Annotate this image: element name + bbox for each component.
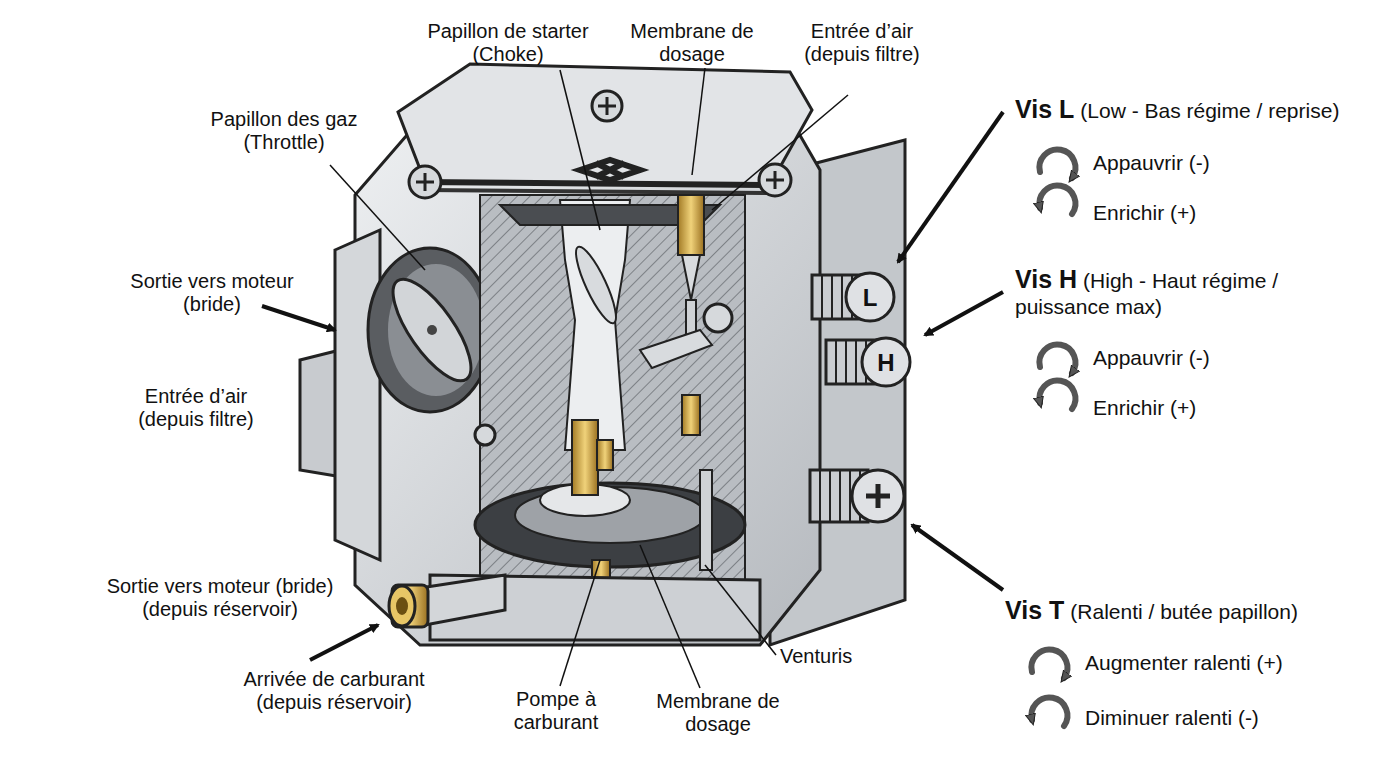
part-label: Membrane de dosage [653, 690, 783, 736]
screw-letter: L [855, 284, 885, 312]
part-label: Entrée d’air (depuis filtre) [787, 20, 937, 66]
part-label: Arrivée de carburant (depuis réservoir) [219, 668, 449, 714]
part-label: Papillon de starter (Choke) [408, 20, 608, 66]
screw-heading: Vis T (Ralenti / butée papillon) [1005, 597, 1375, 625]
screw-description: (Low - Bas régime / reprise) [1080, 99, 1339, 122]
screw-letter: H [871, 349, 901, 377]
part-label: Papillon des gaz (Throttle) [189, 108, 379, 154]
adjust-direction: Augmenter ralenti (+) [1085, 650, 1365, 675]
adjust-direction: Appauvrir (-) [1093, 150, 1353, 175]
screw-name: Vis H [1015, 265, 1077, 293]
part-label: Entrée d’air (depuis filtre) [121, 385, 271, 431]
part-label: Sortie vers moteur (bride) (depuis réser… [90, 575, 350, 621]
adjust-direction: Diminuer ralenti (-) [1085, 705, 1365, 730]
screw-description: (Ralenti / butée papillon) [1070, 600, 1298, 623]
part-label: Sortie vers moteur (bride) [107, 270, 317, 316]
screw-name: Vis T [1005, 596, 1064, 624]
screw-heading: Vis H(High - Haut régime / puissance max… [1015, 266, 1360, 320]
adjust-direction: Enrichir (+) [1093, 200, 1353, 225]
adjust-direction: Appauvrir (-) [1093, 345, 1353, 370]
screw-name: Vis L [1015, 95, 1074, 123]
screw-heading: Vis L (Low - Bas régime / reprise) [1015, 96, 1375, 124]
part-label: Venturis [780, 645, 920, 668]
adjust-direction: Enrichir (+) [1093, 395, 1353, 420]
part-label: Membrane de dosage [627, 20, 757, 66]
part-label: Pompe à carburant [496, 688, 616, 734]
